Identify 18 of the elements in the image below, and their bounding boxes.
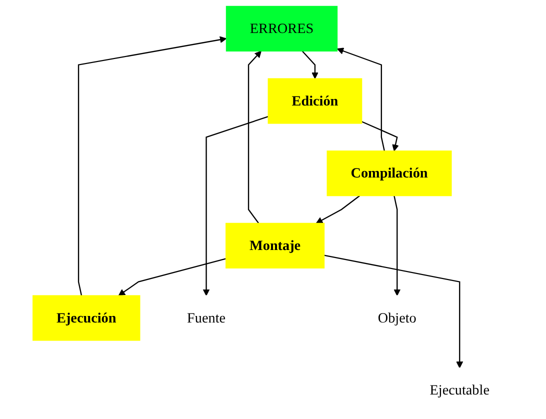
arrow: [316, 195, 360, 224]
node-text: Ejecutable: [430, 382, 490, 398]
arrow: [324, 254, 464, 368]
node-box: Montaje: [226, 222, 325, 268]
arrow: [202, 116, 268, 296]
node-box: Edición: [268, 78, 362, 124]
node-text: Objeto: [378, 310, 416, 326]
node-box: Ejecución: [32, 295, 140, 341]
node-box: Compilación: [326, 150, 452, 196]
arrow: [394, 196, 401, 296]
node-text: Fuente: [187, 310, 226, 326]
arrow: [302, 50, 318, 79]
arrow: [362, 121, 399, 152]
arrow: [248, 50, 262, 224]
node-box: ERRORES: [226, 6, 338, 52]
arrow: [78, 36, 227, 296]
arrow: [336, 48, 385, 152]
arrow: [118, 258, 226, 296]
